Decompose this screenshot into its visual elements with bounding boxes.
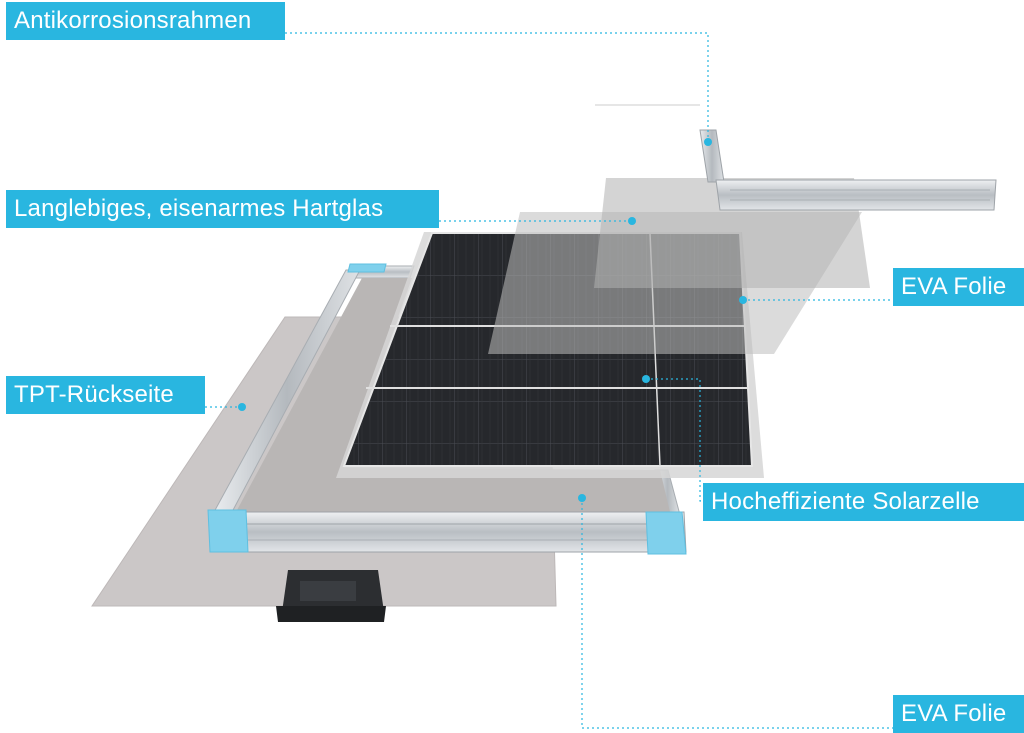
label-eva-foil-top: EVA Folie <box>893 268 1024 306</box>
dot-tpt <box>238 403 246 411</box>
frame-inner-backsheet <box>236 278 670 512</box>
dot-glass <box>628 217 636 225</box>
leader-cell <box>646 378 703 502</box>
leader-lines <box>205 32 893 729</box>
corner-cap-front-right <box>645 511 687 555</box>
label-anticorrosion-frame: Antikorrosionsrahmen <box>6 2 285 40</box>
dot-eva-bottom <box>578 494 586 502</box>
corner-cap-rear-left <box>347 263 387 273</box>
junction-box <box>276 570 386 622</box>
corner-cap-front-left <box>207 509 249 553</box>
label-eva-foil-bottom: EVA Folie <box>893 695 1024 733</box>
frame-front-rail <box>211 511 687 553</box>
label-tpt-backsheet: TPT-Rückseite <box>6 376 205 414</box>
leader-frame <box>285 32 709 140</box>
dot-frame <box>704 138 712 146</box>
dot-eva-top <box>739 296 747 304</box>
label-solar-cell: Hocheffiziente Solarzelle <box>703 483 1024 521</box>
label-tempered-glass: Langlebiges, eisenarmes Hartglas <box>6 190 439 228</box>
dot-cell <box>642 375 650 383</box>
leader-dots <box>238 138 747 502</box>
leader-eva-bottom <box>581 498 893 729</box>
